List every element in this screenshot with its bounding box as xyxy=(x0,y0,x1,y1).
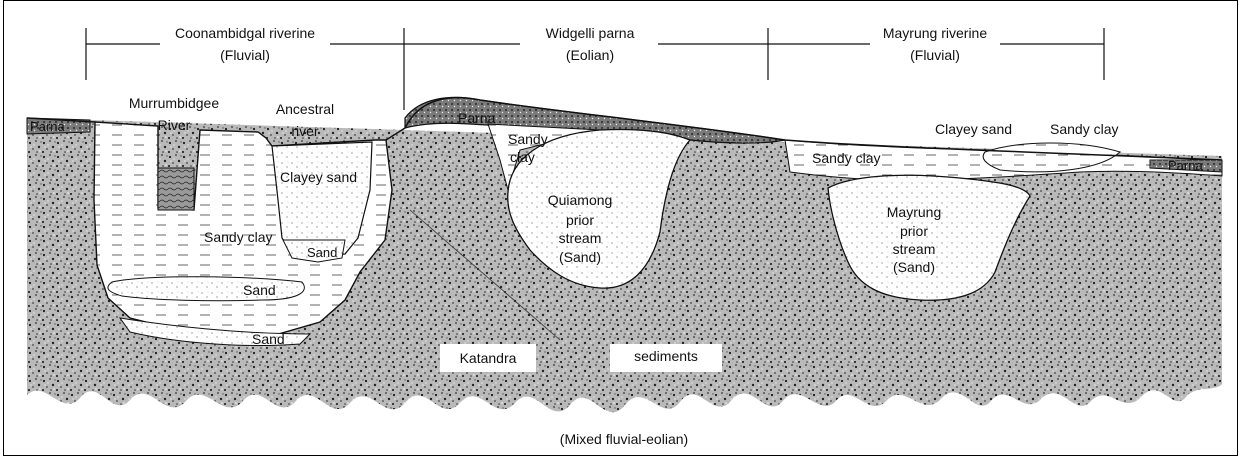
unit-2-subtitle: (Eolian) xyxy=(566,47,614,63)
label-clayey-sand-right: Clayey sand xyxy=(935,121,1012,137)
label-sandy-clay-right: Sandy clay xyxy=(812,150,880,166)
unit-1-subtitle: (Fluvial) xyxy=(220,47,270,63)
label-clayey-sand-left: Clayey sand xyxy=(280,169,357,185)
label-mayrung-4: (Sand) xyxy=(893,259,935,275)
label-mixed: (Mixed fluvial-eolian) xyxy=(560,431,688,447)
label-parna-mid: Parna xyxy=(458,110,496,126)
label-mayrung-3: stream xyxy=(893,241,936,257)
label-quiamong-4: (Sand) xyxy=(559,249,601,265)
label-sandy-clay-mid-1: Sandy xyxy=(508,131,548,147)
label-mayrung-1: Mayrung xyxy=(887,204,941,220)
label-sandy-clay-right-top: Sandy clay xyxy=(1050,121,1118,137)
murrumbidgee-water xyxy=(158,168,194,210)
label-parna-right: Parna xyxy=(1168,158,1203,173)
unit-1-title: Coonambidgal riverine xyxy=(175,25,315,41)
label-sandy-clay-left: Sandy clay xyxy=(204,229,272,245)
label-sandy-clay-mid-2: clay xyxy=(510,149,535,165)
unit-2-title: Widgelli parna xyxy=(546,25,635,41)
label-quiamong-1: Quiamong xyxy=(548,192,613,208)
ancestral-river-channel xyxy=(272,142,372,256)
label-ancestral-1: Ancestral xyxy=(276,101,334,117)
unit-3-title: Mayrung riverine xyxy=(883,25,987,41)
label-mayrung-2: prior xyxy=(900,223,928,239)
label-murrumbidgee-2: River xyxy=(158,117,191,133)
label-sand-channel: Sand xyxy=(307,245,337,260)
label-murrumbidgee-1: Murrumbidgee xyxy=(129,95,219,111)
unit-3-subtitle: (Fluvial) xyxy=(910,47,960,63)
label-katandra: Katandra xyxy=(460,350,517,366)
label-sand-lens: Sand xyxy=(243,282,276,298)
label-parna-left: Parna xyxy=(30,119,65,134)
label-quiamong-3: stream xyxy=(559,230,602,246)
label-ancestral-2: river xyxy=(291,123,319,139)
label-sediments: sediments xyxy=(634,348,698,364)
label-sand-base: Sand xyxy=(252,331,285,347)
label-quiamong-2: prior xyxy=(566,212,594,228)
